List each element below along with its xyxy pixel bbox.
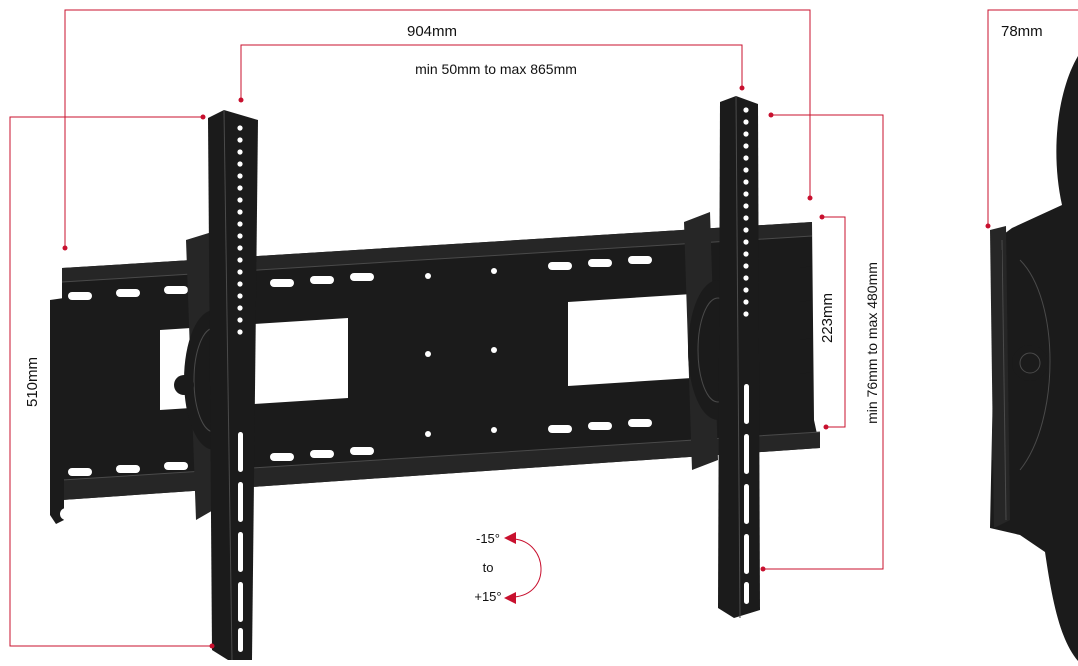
rail-height-label: 223mm <box>819 293 836 343</box>
tilt-range-indicator: -15° to +15° <box>474 531 541 604</box>
left-vertical-arm <box>208 110 258 660</box>
side-pivot-knob <box>1012 345 1048 381</box>
overall-width-label: 904mm <box>407 23 457 40</box>
right-vertical-arm <box>718 96 760 618</box>
mounting-hole <box>60 508 72 520</box>
tilt-knob-left <box>174 375 194 395</box>
dim-arm-spacing: min 50mm to max 865mm <box>239 45 745 103</box>
depth-label: 78mm <box>1001 23 1043 40</box>
tilt-connector-label: to <box>483 560 494 575</box>
plate-cutout-right <box>568 294 692 386</box>
side-view <box>990 56 1078 661</box>
arm-spacing-label: min 50mm to max 865mm <box>415 61 577 77</box>
tilt-arrow-up <box>504 532 516 544</box>
tilt-lower-label: +15° <box>474 589 501 604</box>
dim-rail-height: 223mm <box>819 215 845 430</box>
vesa-vertical-label: min 76mm to max 480mm <box>864 262 880 424</box>
tilt-arrow-down <box>504 592 516 604</box>
tilt-upper-label: -15° <box>476 531 500 546</box>
dim-overall-width: 904mm <box>63 10 813 251</box>
overall-height-label: 510mm <box>24 357 41 407</box>
